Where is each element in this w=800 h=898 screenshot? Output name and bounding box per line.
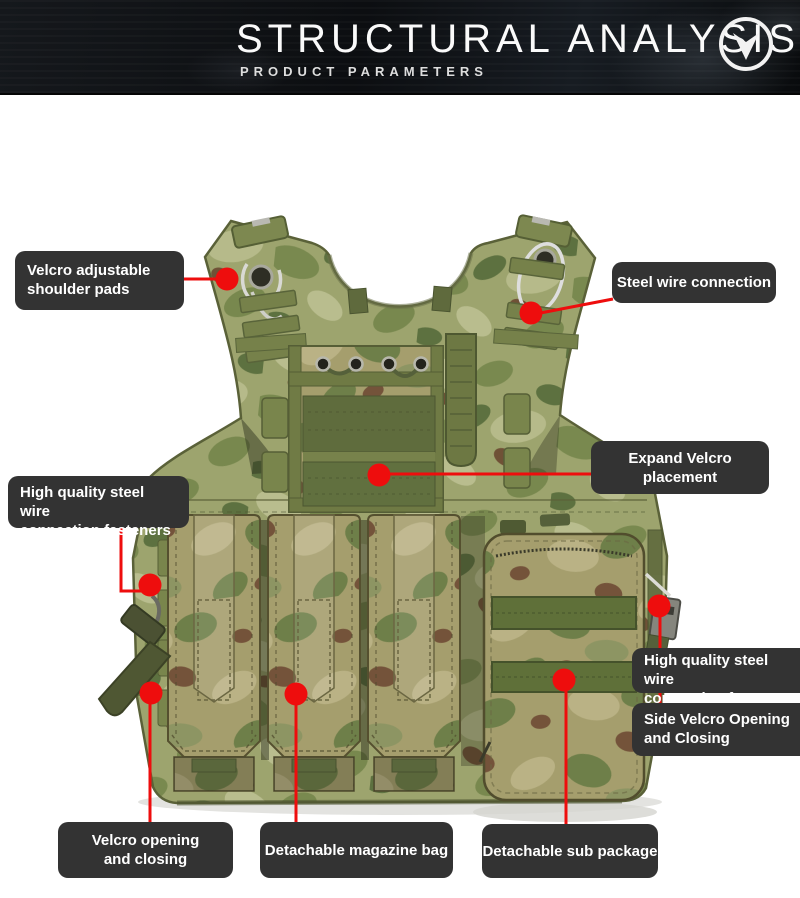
magazine-pouch (267, 514, 361, 792)
callout-shoulder-pads-label: Velcro adjustable shoulder pads (15, 251, 184, 310)
pouch-gap-shadow (361, 520, 369, 760)
pouch-gap-shadow (461, 516, 485, 766)
shoulder-strap-right (502, 214, 573, 351)
callout-connector-lines (119, 277, 662, 826)
callout-steel-wire-label: Steel wire connection (612, 262, 776, 303)
sub-pouch (478, 513, 646, 802)
callout-side-velcro-label: Side Velcro Opening and Closing (632, 703, 800, 756)
callout-sub-package-label: Detachable sub package (482, 824, 658, 878)
magazine-pouch (367, 514, 461, 792)
magazine-pouch (167, 514, 261, 792)
callout-fasteners-left-label: High quality steel wire connection faste… (8, 476, 189, 539)
hanging-strap (445, 333, 477, 468)
header-banner: STRUCTURAL ANALYSIS PRODUCT PARAMETERS (0, 0, 800, 95)
callout-dots (138, 267, 671, 706)
pouch-gap-shadow (261, 520, 269, 760)
side-buckle-left (97, 594, 172, 717)
page-title: STRUCTURAL ANALYSIS (236, 17, 800, 61)
callout-magazine-bag-label: Detachable magazine bag (260, 822, 453, 878)
chest-admin-panel (288, 345, 444, 513)
callout-fasteners-right-label: High quality steel wire connection faste… (632, 648, 800, 707)
callout-expand-velcro-label: Expand Velcro placement (591, 441, 769, 494)
callout-velcro-opening-label: Velcro opening and closing (58, 822, 233, 878)
down-arrow-circle-icon (719, 17, 773, 71)
page-subtitle: PRODUCT PARAMETERS (240, 64, 488, 79)
